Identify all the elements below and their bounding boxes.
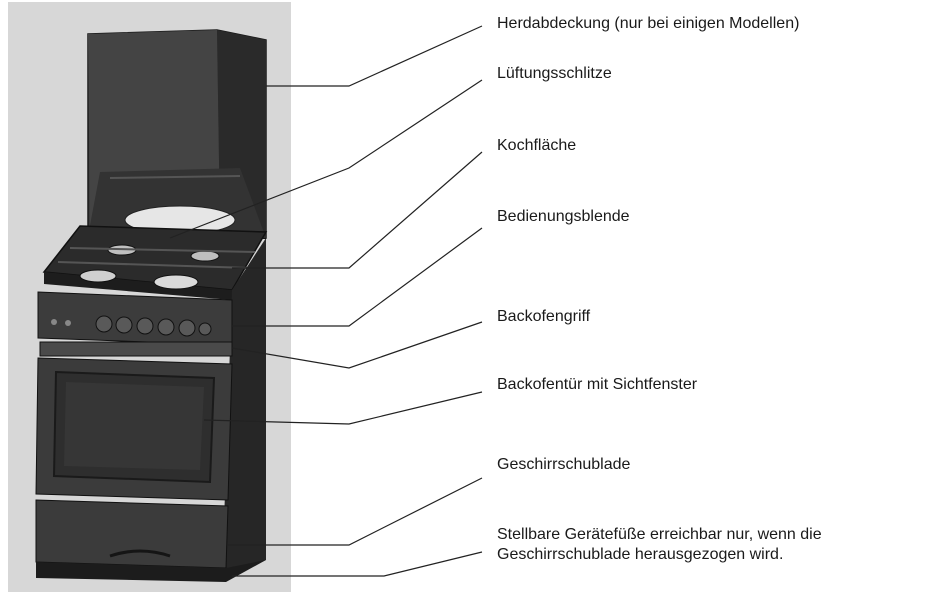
label-hob: Kochfläche <box>497 137 577 154</box>
oven-handle <box>39 341 233 357</box>
leader-control-panel <box>232 227 483 327</box>
label-drawer: Geschirrschublade <box>497 456 631 473</box>
adjustable-feet <box>36 560 266 582</box>
control-panel <box>37 291 233 346</box>
hob <box>42 225 268 300</box>
label-door: Backofentür mit Sichtfenster <box>497 376 698 393</box>
vents <box>88 168 266 238</box>
label-control-panel: Bedienungsblende <box>497 208 630 225</box>
label-feet-line2: Geschirrschublade herausgezogen wird. <box>497 546 784 563</box>
label-feet-line1: Stellbare Gerätefüße erreichbar nur, wen… <box>497 526 822 543</box>
leader-lines <box>169 25 483 577</box>
leader-handle <box>231 321 483 369</box>
leader-hob <box>232 151 483 269</box>
leader-vents <box>169 79 483 239</box>
stove-side <box>222 238 266 580</box>
oven-door <box>35 357 233 501</box>
leader-cover <box>266 25 483 87</box>
leader-door <box>203 391 483 425</box>
label-handle: Backofengriff <box>497 308 591 325</box>
leader-feet <box>232 551 483 577</box>
leader-drawer <box>228 477 483 546</box>
label-vents: Lüftungsschlitze <box>497 65 612 82</box>
drawer <box>35 499 229 569</box>
label-cover: Herdabdeckung (nur bei einigen Modellen) <box>497 15 800 32</box>
